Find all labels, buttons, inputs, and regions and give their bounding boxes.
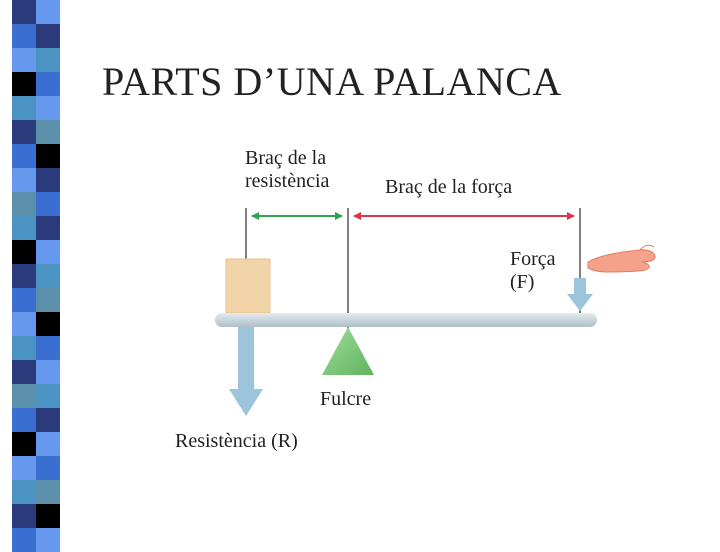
decorative-square	[12, 408, 36, 432]
decorative-square	[36, 96, 60, 120]
force-label-line2: (F)	[510, 271, 535, 293]
decorative-square	[12, 240, 36, 264]
decorative-square	[12, 504, 36, 528]
decorative-square	[36, 24, 60, 48]
force-label: Força (F)	[510, 248, 556, 294]
decorative-square	[36, 504, 60, 528]
decorative-square	[36, 360, 60, 384]
decorative-square	[36, 408, 60, 432]
applied-force-arrow	[567, 278, 593, 311]
decorative-square	[36, 0, 60, 24]
decorative-square	[36, 192, 60, 216]
decorative-square	[36, 312, 60, 336]
resistance-arm-label-line1: Braç de la	[245, 147, 327, 169]
decorative-square	[12, 96, 36, 120]
decorative-square	[12, 312, 36, 336]
decorative-square	[12, 72, 36, 96]
slide-title: PARTS D’UNA PALANCA	[102, 59, 562, 104]
decorative-square	[36, 72, 60, 96]
decorative-square	[12, 432, 36, 456]
hand-icon	[587, 244, 656, 273]
decorative-square	[12, 24, 36, 48]
decorative-square	[12, 264, 36, 288]
load-block	[225, 258, 271, 314]
fulcrum-label: Fulcre	[320, 388, 372, 410]
resistance-label: Resistència (R)	[175, 430, 298, 452]
resistance-force-arrow	[229, 327, 263, 416]
decorative-square	[36, 288, 60, 312]
fulcrum-triangle	[322, 327, 374, 375]
decorative-square	[36, 480, 60, 504]
force-arm-label: Braç de la força	[385, 176, 513, 198]
decorative-square	[36, 384, 60, 408]
decorative-square	[36, 264, 60, 288]
lever-beam	[215, 313, 597, 327]
decorative-square	[12, 192, 36, 216]
decorative-square	[12, 480, 36, 504]
decorative-square	[36, 432, 60, 456]
decorative-square	[12, 456, 36, 480]
resistance-arm-label: Braç de la resistència	[245, 147, 329, 193]
force-label-line1: Força	[510, 248, 556, 270]
decorative-square	[12, 288, 36, 312]
decorative-square	[12, 360, 36, 384]
decorative-square	[36, 456, 60, 480]
decorative-square	[36, 144, 60, 168]
decorative-square	[12, 168, 36, 192]
decorative-square	[12, 216, 36, 240]
decorative-square	[36, 48, 60, 72]
decorative-square	[36, 336, 60, 360]
lever-diagram	[215, 208, 656, 416]
decorative-square	[12, 384, 36, 408]
decorative-square	[36, 240, 60, 264]
decorative-square	[36, 168, 60, 192]
resistance-arm-label-line2: resistència	[245, 170, 330, 192]
decorative-square	[12, 0, 36, 24]
decorative-square	[12, 48, 36, 72]
decorative-square	[12, 336, 36, 360]
decorative-square	[12, 120, 36, 144]
decorative-square	[12, 144, 36, 168]
decorative-square	[36, 216, 60, 240]
decorative-square	[36, 120, 60, 144]
